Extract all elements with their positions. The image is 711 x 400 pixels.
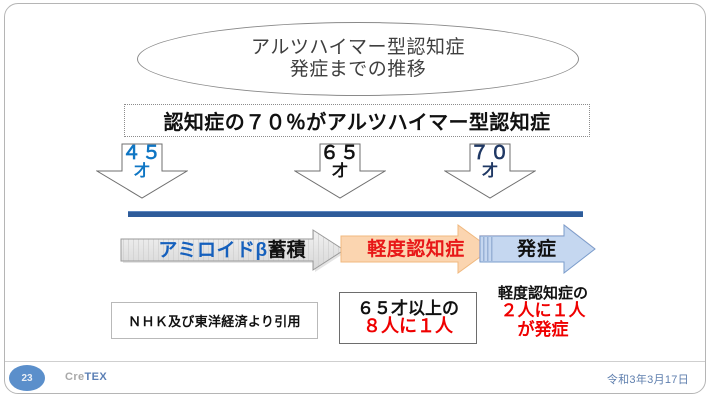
right-arrow-icon [120, 229, 346, 272]
stat-mci-line2: ２人に１人 [500, 301, 586, 321]
stat-text-mci-progression: 軽度認知症の ２人に１人 が発症 [482, 285, 604, 339]
title-line-2: 発症までの推移 [289, 59, 427, 80]
down-arrow-icon [294, 143, 386, 199]
right-arrow-icon [340, 224, 492, 274]
timeline-bar [128, 211, 583, 217]
stat-mci-line3: が発症 [517, 319, 569, 339]
page-number-badge: 23 [9, 365, 45, 391]
footer-divider [5, 361, 705, 362]
title-line-1: アルツハイマー型認知症 [251, 36, 465, 58]
stage-arrow-mci: 軽度認知症 [340, 224, 492, 274]
brand-logo-part2: TEX [84, 371, 108, 383]
stat-mci-line1: 軽度認知症の [497, 285, 588, 302]
age-marker-65: ６５ 才 [294, 143, 386, 199]
stat-box-65plus: ６５才以上の ８人に１人 [339, 292, 477, 344]
stage-arrow-onset: 発症 [478, 224, 596, 274]
header-banner-text: 認知症の７０％がアルツハイマー型認知症 [163, 112, 551, 134]
stat-box-65plus-line1: ６５才以上の [357, 298, 459, 318]
age-marker-70: ７０ 才 [444, 143, 536, 199]
age-marker-45: ４５ 才 [96, 143, 188, 199]
brand-logo: CreTEX [65, 371, 107, 383]
down-arrow-icon [444, 143, 536, 199]
stat-box-65plus-line2: ８人に１人 [363, 316, 453, 337]
right-arrow-icon [479, 224, 596, 274]
header-banner: 認知症の７０％がアルツハイマー型認知症 [124, 104, 590, 137]
brand-logo-part1: Cre [65, 371, 85, 383]
page-number-text: 23 [21, 372, 33, 384]
footer-date: 令和3年3月17日 [606, 374, 689, 386]
title-ellipse: アルツハイマー型認知症 発症までの推移 [137, 22, 579, 96]
source-note-box: ＮＨＫ及び東洋経済より引用 [111, 302, 318, 339]
source-note-text: ＮＨＫ及び東洋経済より引用 [128, 314, 301, 329]
down-arrow-icon [96, 143, 188, 199]
